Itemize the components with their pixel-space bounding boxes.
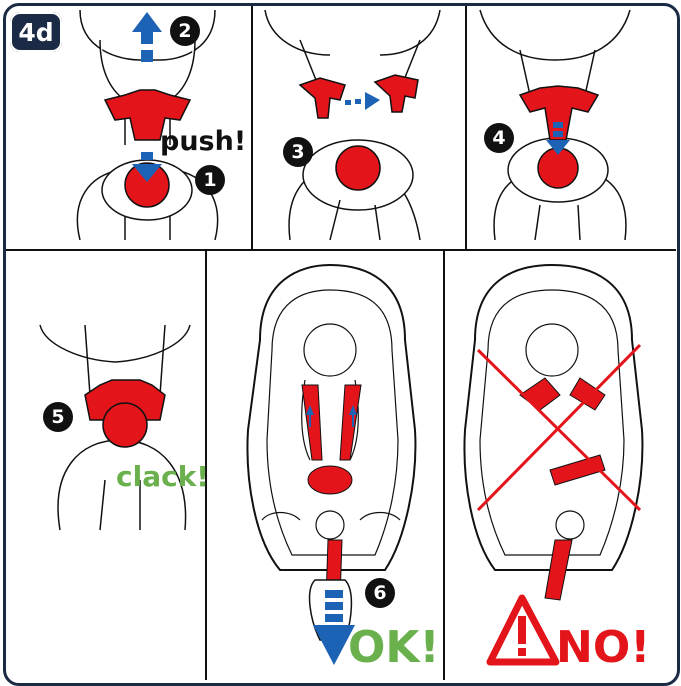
step-badge-6: 6	[365, 578, 395, 608]
step-badge-2: 2	[170, 16, 200, 46]
panel-2	[265, 10, 440, 240]
arrow-right-icon	[345, 92, 380, 110]
step-badge-4: 4	[484, 123, 514, 153]
warning-triangle-icon	[490, 598, 556, 662]
no-callout: NO!	[556, 626, 650, 670]
step-badge-3: 3	[283, 137, 313, 167]
step-badge-5: 5	[43, 402, 73, 432]
panel-1	[77, 10, 217, 240]
panel-6	[464, 265, 642, 662]
section-label: 4d	[10, 12, 62, 52]
panel-5	[247, 265, 415, 665]
step-badge-1: 1	[195, 165, 225, 195]
clack-callout: clack!	[116, 463, 209, 491]
push-callout: push!	[160, 128, 246, 155]
ok-callout: OK!	[348, 626, 440, 670]
